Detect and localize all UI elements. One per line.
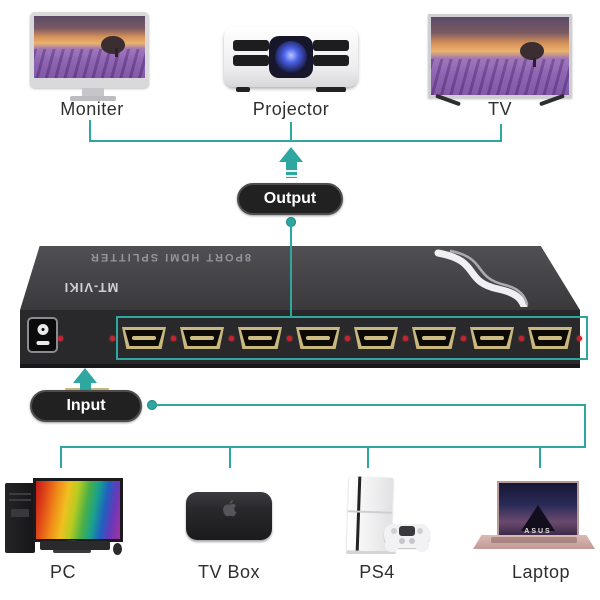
hdmi-output-port: [354, 327, 398, 349]
led-indicator: [345, 335, 350, 341]
connector-laptop-stub: [539, 446, 541, 468]
led-indicator: [519, 335, 524, 341]
output-pill: Output: [237, 183, 343, 215]
ps4-controller: [384, 524, 430, 552]
led-indicator: [403, 335, 408, 341]
brand-swoosh-logo: [434, 249, 529, 307]
connector-projector-stub: [290, 122, 292, 142]
connector-output-drop: [290, 226, 292, 318]
led-indicator: [171, 335, 176, 341]
led-indicator: [577, 335, 582, 341]
connector-input-bus: [60, 446, 586, 448]
output-port-6: [412, 327, 466, 349]
connector-input-feeder-v: [584, 404, 586, 448]
laptop-screen: ASUS: [497, 481, 579, 537]
output-port-1: [122, 327, 176, 349]
laptop-base: [473, 535, 595, 549]
input-pill: Input: [30, 390, 142, 422]
projector-icon: [224, 27, 358, 92]
ps4-label: PS4: [359, 562, 395, 582]
connector-tv-stub: [500, 124, 502, 142]
tv-icon: [428, 14, 572, 107]
tv-label: TV: [487, 99, 513, 119]
pc-mouse: [113, 543, 122, 555]
lavender-field: [431, 59, 569, 95]
output-port-2: [180, 327, 234, 349]
splitter-brand-text: MT-VIKI: [63, 280, 119, 295]
mountain-silhouette: [521, 505, 555, 531]
connector-pc-stub: [60, 446, 62, 468]
lavender-field: [34, 49, 145, 78]
laptop-icon: ASUS: [473, 481, 595, 553]
monitor-label: Moniter: [60, 99, 124, 119]
pc-tower: [5, 483, 35, 553]
monitor-icon: [30, 12, 155, 101]
hdmi-output-port: [122, 327, 166, 349]
output-port-5: [354, 327, 408, 349]
tree-silhouette: [520, 41, 545, 60]
connector-ps4-stub: [367, 446, 369, 468]
pc-label: PC: [49, 562, 77, 582]
connector-output-bus: [89, 140, 502, 142]
power-jack: [27, 317, 58, 353]
projector-lens: [269, 36, 313, 78]
hdmi-output-port: [238, 327, 282, 349]
hdmi-output-port: [180, 327, 224, 349]
tree-silhouette: [101, 35, 126, 54]
output-port-7: [470, 327, 524, 349]
connector-tvbox-stub: [229, 446, 231, 468]
output-port-4: [296, 327, 350, 349]
pc-keyboard: [40, 541, 110, 550]
output-arrow-up-icon: [279, 147, 303, 178]
connector-input-feeder-h: [152, 404, 586, 406]
tv-box-label: TV Box: [197, 562, 261, 582]
led-indicator: [110, 336, 115, 341]
led-indicator: [58, 336, 63, 341]
led-indicator: [287, 335, 292, 341]
output-connector-dot: [286, 217, 296, 227]
ps4-icon: [346, 475, 432, 555]
projector-label: Projector: [252, 99, 330, 119]
apple-logo-icon: [223, 500, 237, 517]
laptop-screen-brand: ASUS: [524, 528, 552, 535]
pc-monitor: [33, 478, 123, 542]
output-port-3: [238, 327, 292, 349]
output-ports-frame: [116, 316, 588, 360]
output-port-8: [528, 327, 582, 349]
led-indicator: [461, 335, 466, 341]
output-pill-label: Output: [263, 190, 317, 207]
tv-box-icon: [186, 492, 272, 540]
laptop-label: Laptop: [511, 562, 571, 582]
hdmi-output-port: [412, 327, 456, 349]
connector-monitor-stub: [89, 120, 91, 142]
hdmi-output-port: [528, 327, 572, 349]
pc-icon: [5, 477, 125, 555]
hdmi-output-port: [296, 327, 340, 349]
hdmi-output-port: [470, 327, 514, 349]
led-indicator: [229, 335, 234, 341]
input-pill-label: Input: [66, 397, 106, 414]
splitter-panel-text: 8PORT HDMI SPLITTER: [88, 251, 252, 263]
